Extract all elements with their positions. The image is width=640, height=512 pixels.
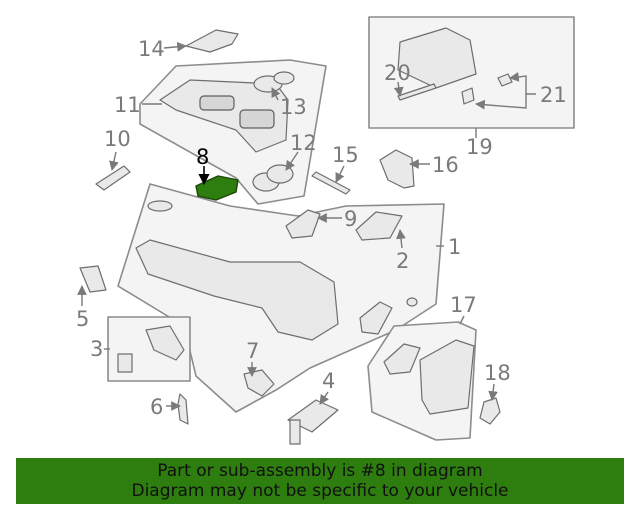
callout-14: 14	[138, 37, 165, 61]
callout-12: 12	[290, 131, 317, 155]
callout-19: 19	[466, 135, 493, 159]
leader-15	[335, 165, 345, 183]
part-9-tray	[285, 209, 321, 239]
part-4-leg	[289, 419, 301, 445]
callout-9: 9	[344, 207, 357, 231]
part-11-cupholder	[239, 109, 275, 129]
leader-18	[488, 383, 498, 401]
leader-21-a	[509, 72, 536, 95]
callout-6: 6	[150, 395, 163, 419]
part-11-console-top	[159, 79, 289, 153]
part-14-trim	[185, 29, 239, 53]
part-20-spring	[397, 83, 437, 101]
part-10-bracket	[95, 165, 131, 191]
callout-11: 11	[114, 93, 141, 117]
part-1-knob	[147, 200, 173, 212]
callout-16: 16	[432, 153, 459, 177]
callout-5: 5	[76, 307, 89, 331]
leader-12	[285, 151, 299, 171]
notice-line-1: Part or sub-assembly is #8 in diagram	[157, 461, 483, 481]
callout-10: 10	[104, 127, 131, 151]
callout-20: 20	[384, 61, 411, 85]
part-21-latch-a	[497, 73, 513, 87]
leader-4	[319, 391, 329, 405]
part-15-rod	[311, 171, 351, 195]
part-17-cover	[419, 339, 475, 415]
callout-8: 8	[196, 145, 209, 169]
part-16-cover	[379, 149, 415, 189]
part-6-panel	[177, 393, 189, 425]
part-1-bracket	[359, 301, 393, 335]
part-3-clip	[117, 353, 133, 373]
part-17-switch-panel	[383, 343, 421, 375]
leader-21-b	[475, 94, 527, 110]
callout-21: 21	[540, 83, 567, 107]
part-5-cover	[79, 265, 107, 293]
notice-banner: Part or sub-assembly is #8 in diagram Di…	[16, 458, 624, 504]
part-3-bracket	[145, 325, 185, 361]
leader-14	[163, 41, 187, 52]
callout-1: 1	[448, 235, 461, 259]
part-11-opening	[199, 95, 235, 111]
callout-4: 4	[322, 369, 335, 393]
part-12-cup-right	[266, 164, 294, 184]
leader-2	[396, 229, 406, 249]
callout-7: 7	[246, 339, 259, 363]
callout-15: 15	[332, 143, 359, 167]
leader-13	[271, 87, 281, 101]
part-1-console-body	[135, 239, 339, 341]
part-13-mat-b	[273, 71, 295, 85]
callout-18: 18	[484, 361, 511, 385]
notice-line-2: Diagram may not be specific to your vehi…	[131, 481, 509, 501]
parts-diagram: 14 11 13 10 12 8 15 16 9 2 1 5 3 7 6 4 1…	[76, 16, 575, 445]
part-19-lid	[397, 27, 477, 89]
leader-20	[393, 81, 404, 97]
callout-17: 17	[450, 293, 477, 317]
part-8-highlighted	[195, 175, 239, 201]
part-2-mat	[355, 211, 403, 241]
leader-10	[109, 151, 119, 171]
leader-17	[459, 315, 465, 325]
callout-3: 3	[90, 337, 103, 361]
part-21-latch-b	[461, 87, 475, 105]
callout-13: 13	[280, 95, 307, 119]
part-1-clip	[406, 297, 418, 307]
part-18-plug	[479, 397, 501, 425]
callout-2: 2	[396, 249, 409, 273]
